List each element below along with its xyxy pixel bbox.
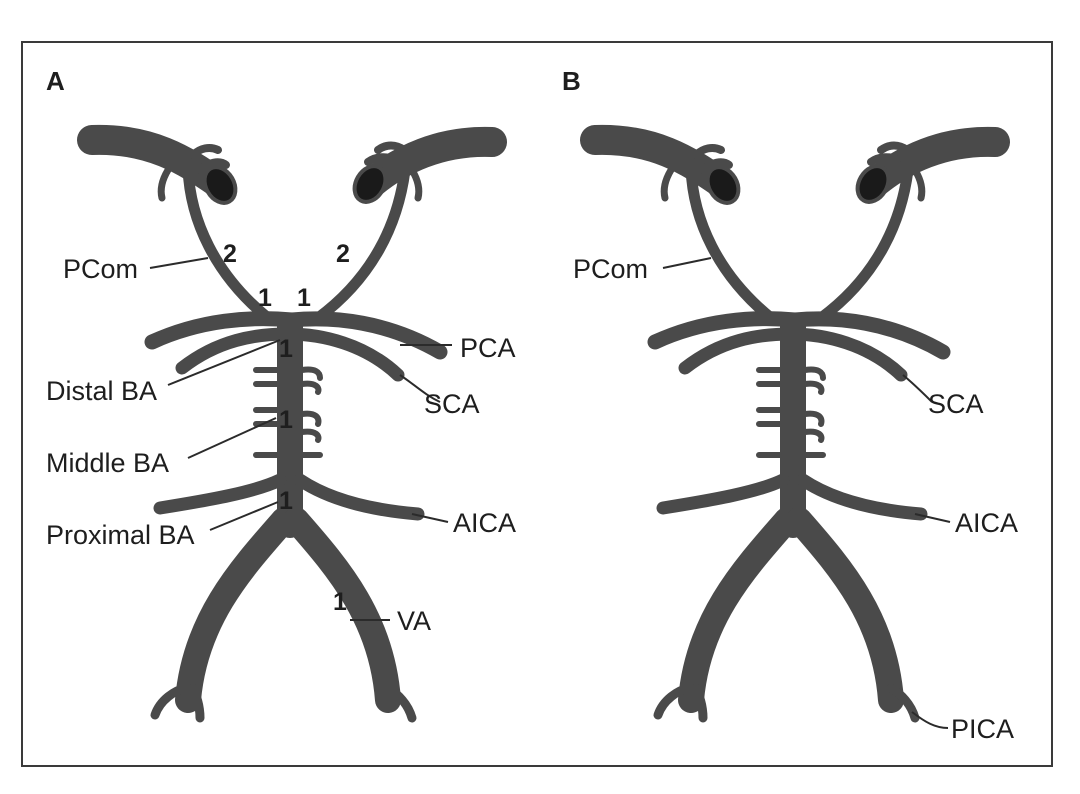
leader-middle-ba [187,417,277,459]
label-va: VA [397,606,431,636]
marker-pcom-right: 2 [336,240,350,268]
label-pica: PICA [951,714,1014,744]
leader-proximal-ba [209,501,279,531]
label-sca-a: SCA [424,389,480,419]
leader-sca-b [902,374,933,403]
label-middle-ba: Middle BA [46,448,169,478]
leader-aica-a [411,513,449,523]
leader-pcom-b [662,257,712,269]
panel-a: A PCom PCA SCA Distal BA Middle BA Proxi… [46,66,516,718]
panel-letter-a: A [46,66,65,96]
marker-p1-left: 1 [258,284,272,312]
leader-distal-ba [167,339,281,386]
label-sca-b: SCA [928,389,984,419]
panel-letter-b: B [562,66,581,96]
panel-b: B PCom SCA AICA PICA [562,66,1018,744]
leader-aica-b [914,513,951,523]
marker-proximal-ba: 1 [279,487,293,515]
label-proximal-ba: Proximal BA [46,520,195,550]
label-pcom-b: PCom [573,254,648,284]
marker-va: 1 [333,588,347,616]
leader-sca-a [399,374,441,403]
label-aica-b: AICA [955,508,1018,538]
vascular-drawing-b [595,140,995,718]
label-pca-a: PCA [460,333,516,363]
label-distal-ba: Distal BA [46,376,157,406]
leader-pica [911,711,949,729]
marker-pcom-left: 2 [223,240,237,268]
marker-middle-ba: 1 [279,406,293,434]
marker-p1-right: 1 [297,284,311,312]
label-aica-a: AICA [453,508,516,538]
marker-distal-ba: 1 [279,335,293,363]
leader-pcom-a [149,257,209,269]
label-pcom-a: PCom [63,254,138,284]
